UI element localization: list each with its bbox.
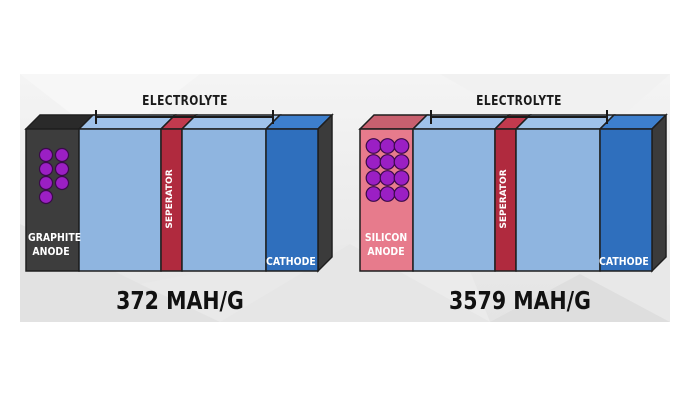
electrolyte-bracket [431,116,607,118]
bg-shard [20,224,220,322]
capacity-label: 372 MAH/G [116,286,244,315]
anode-label-line1: SILICON [364,231,408,244]
cathode [599,128,653,272]
anode-label: GRAPHITE ANODE [28,231,82,259]
anode-particle [393,154,410,170]
anode-particle [38,189,54,205]
anode-particle [54,147,70,163]
anode-particle [38,161,54,177]
separator-label: SEPERATOR [165,169,175,229]
electrolyte-label: ELECTROLYTE [476,94,562,109]
electrolyte [181,128,267,272]
anode-particle [38,175,54,191]
anode-particle [54,175,70,191]
capacity-label: 3579 MAH/G [449,286,591,315]
anode-label: SILICON ANODE [363,231,409,259]
electrolyte-bracket-left [430,110,432,124]
anode-particle [365,186,382,202]
anode-particle [54,161,70,177]
anode-particle [379,170,396,186]
cell-side [317,113,333,273]
anode-particle [365,154,382,170]
cathode-label: CATHODE [266,255,316,268]
battery-cell [24,113,334,273]
battery-cell [358,113,668,273]
anode-particle [38,147,54,163]
bg-shard [440,74,670,154]
anode-particle [365,138,382,154]
electrolyte-bracket [96,116,273,118]
cell-side [651,113,667,273]
bg-shard [20,74,200,144]
anode-particle [379,138,396,154]
electrolyte-bracket-right [606,110,608,124]
anode-particle [393,186,410,202]
anode-label-line2: ANODE [367,245,405,258]
separator-label: SEPERATOR [499,169,509,229]
anode-particle [393,170,410,186]
bg-shard [490,274,670,322]
electrolyte-bracket-left [95,110,97,124]
electrolyte-bracket-right [272,110,274,124]
electrolyte [515,128,601,272]
anode-particle [393,138,410,154]
anode-particle [379,154,396,170]
electrolyte [412,128,496,272]
bg-shard [220,244,490,322]
anode-particle [379,186,396,202]
anode-particle [365,170,382,186]
cathode-label: CATHODE [599,255,649,268]
anode-label-line1: GRAPHITE [28,231,82,244]
anode-label-line2: ANODE [32,245,70,258]
electrolyte [78,128,162,272]
cathode [265,128,319,272]
electrolyte-label: ELECTROLYTE [142,94,228,109]
